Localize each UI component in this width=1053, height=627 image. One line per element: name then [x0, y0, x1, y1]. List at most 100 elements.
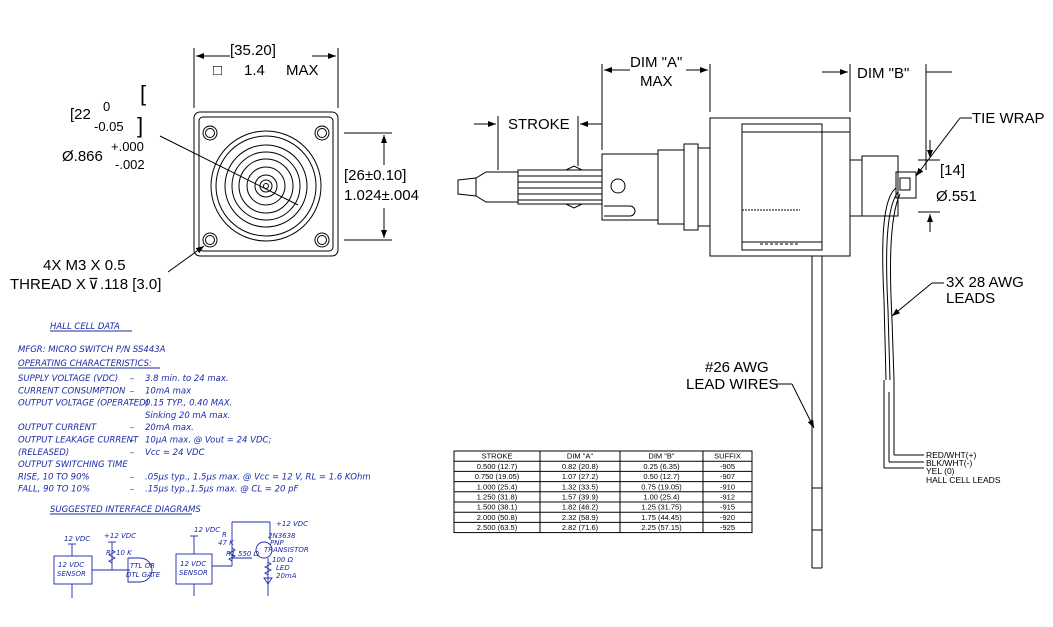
table-cell: 1.250 (31.8)	[477, 493, 518, 502]
c2-trans-l3: TRANSISTOR	[264, 546, 309, 554]
hole-spacing-in: 1.024±.004	[344, 187, 419, 204]
c2-led	[263, 577, 273, 585]
c1-sensor-l1: 12 VDC	[58, 561, 84, 569]
table-cell: -915	[720, 503, 735, 512]
boss-outer	[210, 130, 322, 242]
hall-row-value: 20mA max.	[145, 423, 194, 433]
table-cell: 2.000 (50.8)	[477, 513, 518, 522]
thread-depth: .118 [3.0]	[100, 276, 161, 293]
table-header-cell: SUFFIX	[714, 452, 741, 461]
hall-row-value: 10µA max. @ Vout = 24 VDC;	[145, 436, 271, 446]
hall-row-label: OUTPUT VOLTAGE (OPERATED)	[18, 399, 149, 409]
motor-face	[193, 111, 339, 257]
hall-row-label: FALL, 90 TO 10%	[18, 485, 90, 495]
dim-a-label: DIM "A"	[630, 54, 682, 71]
hall-row-dash: –	[130, 423, 134, 433]
c2-sensor-l1: 12 VDC	[180, 560, 206, 568]
c2-led-current: 20mA	[276, 572, 297, 580]
table-cell: 1.57 (39.9)	[562, 493, 599, 502]
table-cell: 0.50 (12.7)	[643, 472, 680, 481]
legend-title: HALL CELL LEADS	[926, 475, 1001, 485]
pilot-tol-lower-in: -.002	[115, 157, 145, 172]
side-view-dimensions: DIM "A" MAX DIM "B" STROKE TIE WRAP [14]…	[474, 54, 1045, 429]
nut-housing	[601, 153, 659, 221]
hall-row-label: SUPPLY VOLTAGE (VDC)	[18, 374, 118, 384]
flatness-suffix: MAX	[286, 62, 319, 79]
hall-op-title: OPERATING CHARACTERISTICS:	[18, 359, 152, 369]
hall-row-value: 0.15 TYP., 0.40 MAX.	[145, 399, 232, 409]
hall-row-label: OUTPUT CURRENT	[18, 423, 97, 433]
table-cell: 0.500 (12.7)	[477, 462, 518, 471]
c1-sensor-l2: SENSOR	[57, 570, 86, 578]
pilot-bracket: [22	[70, 106, 91, 123]
table-cell: 2.25 (57.15)	[641, 523, 682, 532]
hall-row-label: RISE, 10 TO 90%	[18, 472, 90, 482]
table-cell: 0.25 (6.35)	[643, 462, 680, 471]
hall-row-dash: –	[130, 399, 134, 409]
c2-r1-value: 550 Ω	[238, 550, 260, 558]
hall-row-label: OUTPUT SWITCHING TIME	[18, 460, 128, 470]
tie-wrap	[895, 171, 917, 199]
hall-row-value: .15µs typ.,1.5µs max. @ CL = 20 pF	[145, 485, 299, 495]
hall-title: HALL CELL DATA	[50, 322, 120, 332]
table-cell: 0.82 (20.8)	[562, 462, 599, 471]
hall-row-value: Sinking 20 mA max.	[145, 411, 230, 421]
table-cell: 0.750 (19.05)	[475, 472, 520, 481]
table-cell: 1.25 (31.75)	[641, 503, 682, 512]
c2-r2-value: 100 Ω	[272, 556, 294, 564]
hall-rows: SUPPLY VOLTAGE (VDC)–3.8 min. to 24 max.…	[18, 374, 371, 495]
leads-label2: LEADS	[946, 290, 995, 307]
hall-row-label: CURRENT CONSUMPTION	[18, 386, 126, 396]
c2-v12-top: 12 VDC	[194, 526, 220, 534]
wire-red	[882, 187, 897, 381]
dim-a-max: MAX	[640, 73, 673, 90]
c1-resistor-value: 10 K	[116, 549, 133, 557]
table-header-cell: STROKE	[482, 452, 513, 461]
hall-row-value: .05µs typ., 1.5µs max. @ Vcc = 12 V, RL …	[145, 472, 371, 482]
legend-yel: YEL (0)	[926, 466, 955, 476]
hall-row-dash: –	[130, 448, 134, 458]
table-cell: 1.75 (44.45)	[641, 513, 682, 522]
motor-body	[709, 117, 851, 257]
bracket-open: [	[140, 81, 146, 106]
thread-depth-symbol: ⊽	[88, 276, 99, 293]
legend-red: RED/WHT(+)	[926, 450, 976, 460]
screw-tip	[457, 171, 519, 203]
c1-resistor: R	[106, 549, 111, 557]
table-cell: -920	[720, 513, 735, 522]
c2-transistor	[255, 541, 273, 559]
table-cell: 0.75 (19.05)	[641, 482, 682, 491]
tie-wrap-in: Ø.551	[936, 188, 977, 205]
circuit-2: 12 VDC SENSOR 12 VDC +12 VDC R 47 K R1 5…	[175, 520, 309, 596]
thread-line2: THREAD X	[10, 276, 86, 293]
table-cell: 1.07 (27.2)	[562, 472, 599, 481]
front-view-dimensions: [35.20] □ 1.4 MAX [22 0 -0.05 [ ] Ø.866 …	[10, 42, 419, 293]
lead-wires-label: #26 AWG	[705, 359, 769, 376]
c2-r1-label: R1	[226, 550, 235, 558]
table-cell: 1.82 (46.2)	[562, 503, 599, 512]
hall-lead-legend: RED/WHT(+) BLK/WHT(-) YEL (0) HALL CELL …	[926, 450, 1001, 485]
pilot-tol-lower-mm: -0.05	[94, 119, 124, 134]
pilot-tol-upper-mm: 0	[103, 99, 110, 114]
hall-row-dash: –	[130, 472, 134, 482]
table-cell: 1.000 (25.4)	[477, 482, 518, 491]
tie-wrap-label: TIE WRAP	[972, 110, 1045, 127]
flatness-value: 1.4	[244, 62, 265, 79]
table-cell: 1.500 (38.1)	[477, 503, 518, 512]
hall-row-dash: –	[130, 374, 134, 384]
hole-spacing-mm: [26±0.10]	[344, 167, 406, 184]
table-header-cell: DIM "B"	[648, 452, 674, 461]
table-cell: -905	[720, 462, 735, 471]
hall-row-dash: –	[130, 436, 134, 446]
dim-b-label: DIM "B"	[857, 65, 909, 82]
lead-wires-label2: LEAD WIRES	[686, 376, 779, 393]
hall-row-dash: –	[130, 485, 134, 495]
c2-v12-right: +12 VDC	[276, 520, 308, 528]
diagrams-title: SUGGESTED INTERFACE DIAGRAMS	[50, 505, 201, 515]
table-cell: -925	[720, 523, 735, 532]
table-cell: 2.82 (71.6)	[562, 523, 599, 532]
c1-gate	[127, 557, 153, 583]
c1-gate-l1: TTL OR	[130, 562, 155, 570]
